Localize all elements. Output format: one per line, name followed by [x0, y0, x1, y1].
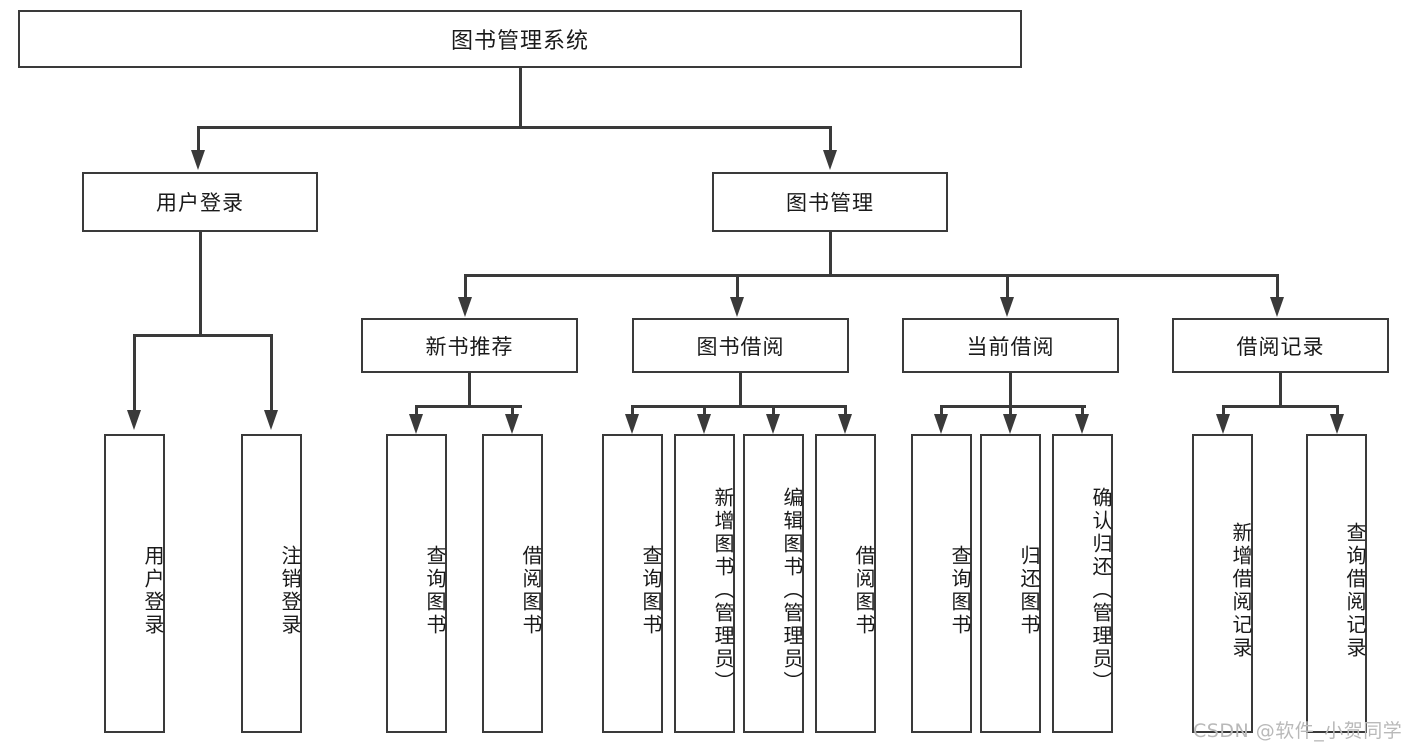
connector-root-stem [519, 68, 522, 128]
connector-new-book-stem [468, 373, 471, 407]
connector-book-management-stem [829, 232, 832, 276]
node-label: 新增图书（管理员） [711, 487, 735, 694]
connector-book-borrow-c3 [772, 405, 775, 417]
arrowhead-leaf-return-book [1003, 414, 1017, 434]
leaf-return-book[interactable]: 归还图书 [980, 434, 1041, 733]
node-label: 归还图书 [1017, 544, 1041, 637]
node-label: 查询图书 [639, 544, 663, 637]
node-label: 新增借阅记录 [1229, 521, 1253, 660]
leaf-logout-login[interactable]: 注销登录 [241, 434, 302, 733]
leaf-user-login[interactable]: 用户登录 [104, 434, 165, 733]
connector-to-user-login [197, 126, 200, 152]
node-label: 用户登录 [156, 191, 244, 215]
leaf-borrow-book-1[interactable]: 借阅图书 [482, 434, 543, 733]
connector-borrow-record-stem [1279, 373, 1282, 407]
node-label: 新书推荐 [425, 334, 514, 359]
arrowhead-borrow-record [1270, 297, 1284, 317]
node-label: 编辑图书（管理员） [780, 487, 804, 694]
arrowhead-leaf-query-record [1330, 414, 1344, 434]
node-label: 当前借阅 [966, 334, 1055, 359]
arrowhead-leaf-logout-login [264, 410, 278, 430]
arrowhead-book-borrow [730, 297, 744, 317]
connector-user-login-left [133, 334, 136, 412]
arrowhead-leaf-query-book-3 [934, 414, 948, 434]
node-current-borrow[interactable]: 当前借阅 [902, 318, 1119, 373]
arrowhead-leaf-add-record [1216, 414, 1230, 434]
connector-user-login-bar [133, 334, 272, 337]
node-label: 借阅图书 [852, 544, 876, 637]
node-label: 图书管理系统 [450, 29, 589, 54]
connector-book-borrow-c4 [844, 405, 847, 417]
node-label: 图书管理 [786, 191, 874, 215]
connector-book-management-bar [464, 274, 1278, 277]
connector-to-book-borrow [736, 274, 739, 300]
node-label: 图书借阅 [696, 334, 785, 359]
leaf-add-record[interactable]: 新增借阅记录 [1192, 434, 1253, 733]
connector-book-borrow-bar [631, 405, 846, 408]
arrowhead-leaf-borrow-book-2 [838, 414, 852, 434]
node-root-book-management-system[interactable]: 图书管理系统 [18, 10, 1022, 68]
leaf-query-book-3[interactable]: 查询图书 [911, 434, 972, 733]
node-label: 借阅图书 [519, 544, 543, 637]
arrowhead-current-borrow [1000, 297, 1014, 317]
leaf-confirm-return[interactable]: 确认归还（管理员） [1052, 434, 1113, 733]
arrowhead-new-book-recommend [458, 297, 472, 317]
connector-to-new-book-recommend [464, 274, 467, 300]
connector-new-book-c2 [511, 405, 514, 417]
node-label: 查询借阅记录 [1343, 521, 1367, 660]
arrowhead-leaf-query-book-2 [625, 414, 639, 434]
arrowhead-leaf-confirm-return [1075, 414, 1089, 434]
connector-new-book-c1 [415, 405, 418, 417]
connector-user-login-right [270, 334, 273, 412]
connector-book-borrow-c2 [703, 405, 706, 417]
node-book-management[interactable]: 图书管理 [712, 172, 948, 232]
connector-borrow-record-c2 [1336, 405, 1339, 417]
connector-book-borrow-stem [739, 373, 742, 407]
node-label: 用户登录 [141, 544, 165, 637]
leaf-query-book-1[interactable]: 查询图书 [386, 434, 447, 733]
arrowhead-leaf-borrow-book-1 [505, 414, 519, 434]
node-label: 注销登录 [278, 544, 302, 637]
node-book-borrow[interactable]: 图书借阅 [632, 318, 849, 373]
leaf-edit-book[interactable]: 编辑图书（管理员） [743, 434, 804, 733]
connector-book-borrow-c1 [631, 405, 634, 417]
leaf-add-book[interactable]: 新增图书（管理员） [674, 434, 735, 733]
arrowhead-leaf-add-book [697, 414, 711, 434]
leaf-query-book-2[interactable]: 查询图书 [602, 434, 663, 733]
connector-to-borrow-record [1276, 274, 1279, 300]
node-label: 查询图书 [423, 544, 447, 637]
arrowhead-leaf-query-book-1 [409, 414, 423, 434]
connector-borrow-record-bar [1222, 405, 1339, 408]
connector-current-borrow-c3 [1081, 405, 1084, 417]
arrowhead-leaf-user-login [127, 410, 141, 430]
connector-root-bar [197, 126, 831, 129]
connector-to-book-management [829, 126, 832, 152]
node-label: 确认归还（管理员） [1089, 487, 1113, 694]
arrowhead-leaf-edit-book [766, 414, 780, 434]
node-label: 借阅记录 [1236, 334, 1325, 359]
watermark-csdn: CSDN @软件_小贺同学 [1193, 720, 1403, 742]
leaf-borrow-book-2[interactable]: 借阅图书 [815, 434, 876, 733]
connector-current-borrow-stem [1009, 373, 1012, 407]
node-label: 查询图书 [948, 544, 972, 637]
connector-current-borrow-c1 [940, 405, 943, 417]
leaf-query-record[interactable]: 查询借阅记录 [1306, 434, 1367, 733]
connector-current-borrow-c2 [1009, 405, 1012, 417]
connector-borrow-record-c1 [1222, 405, 1225, 417]
connector-current-borrow-bar [940, 405, 1086, 408]
connector-user-login-stem [199, 232, 202, 336]
arrowhead-book-management [823, 150, 837, 170]
node-user-login[interactable]: 用户登录 [82, 172, 318, 232]
node-borrow-record[interactable]: 借阅记录 [1172, 318, 1389, 373]
connector-to-current-borrow [1006, 274, 1009, 300]
connector-new-book-bar [415, 405, 522, 408]
arrowhead-user-login [191, 150, 205, 170]
node-new-book-recommend[interactable]: 新书推荐 [361, 318, 578, 373]
